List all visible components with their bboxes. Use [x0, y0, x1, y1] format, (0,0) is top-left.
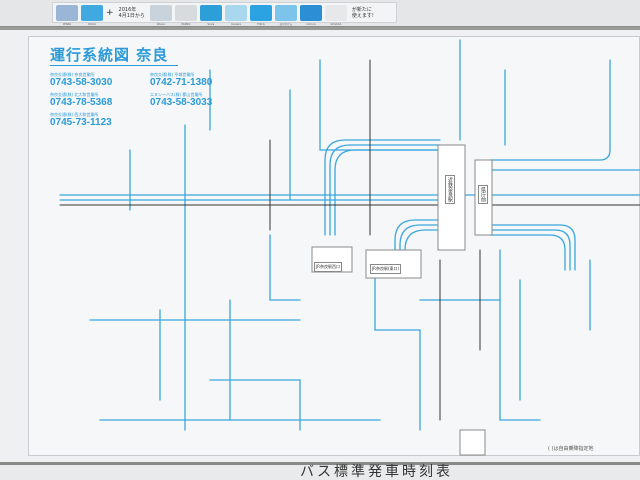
timetable-sheet — [0, 463, 640, 480]
ic-card-name: manaca — [230, 22, 241, 26]
route-map-board — [28, 36, 640, 456]
usage-message: が新たに使えます! — [352, 7, 374, 19]
ic-card: manaca — [224, 4, 247, 26]
office-phone: 0743-58-3030 — [50, 77, 113, 88]
office-phone: 0743-58-3033 — [150, 97, 213, 108]
message-line: が新たに — [351, 6, 372, 13]
office-name: 奈良交通(株) 西大和営業所 — [50, 112, 99, 117]
plus-icon: + — [106, 7, 114, 18]
office-name: 奈良交通(株) 奈良営業所 — [50, 72, 95, 77]
ic-card-name: TOICA — [257, 22, 265, 26]
office-phone: 0745-73-1123 — [50, 117, 112, 128]
map-legend: ( )は自由乗降指定地 — [548, 446, 594, 452]
ic-card: Suica — [199, 4, 222, 26]
station-jr-nara-east: JR奈良駅(東口) — [370, 264, 402, 274]
map-title: 運行系統図 奈良 — [50, 46, 169, 64]
station-kintetsu-nara: 近鉄奈良駅 — [445, 175, 455, 204]
terminal-box — [459, 429, 486, 456]
route-lines-dark — [59, 59, 640, 421]
ic-card: SUGOCA — [324, 4, 347, 26]
ic-card-name: PASMO — [181, 22, 191, 26]
ic-card: PiTaPa — [56, 4, 78, 26]
ic-card-name: Kitaca — [157, 22, 165, 26]
ic-card-name: nimoca — [306, 22, 316, 26]
timetable-title: バス標準発車時刻表 — [300, 464, 453, 480]
station-kencho-mae: 県庁前 — [478, 185, 488, 204]
station-jr-nara-west: JR奈良駅西口 — [314, 262, 342, 272]
office-name: 奈良交通(株) 北大和営業所 — [50, 92, 99, 97]
ic-card: はやかけん — [274, 4, 297, 26]
ic-card: TOICA — [249, 4, 272, 26]
route-lines-blue — [59, 39, 640, 431]
office-phone: 0742-71-1380 — [150, 77, 213, 88]
since-year: 2016年 — [118, 6, 137, 13]
ic-card: ICOCA — [81, 4, 103, 26]
office-name: 奈良交通(株) 平城営業所 — [150, 72, 195, 77]
office-name: エヌシーバス(株) 郡山営業所 — [150, 92, 203, 97]
title-underline — [50, 65, 178, 66]
ic-card-name: Suica — [207, 22, 215, 26]
ic-card-name: ICOCA — [88, 22, 96, 26]
ic-card-name: PiTaPa — [63, 22, 71, 26]
ic-card: nimoca — [299, 4, 322, 26]
since-day: 4月1日から — [118, 12, 145, 19]
ic-card-name: SUGOCA — [330, 22, 342, 26]
office-phone: 0743-78-5368 — [50, 97, 113, 108]
ic-card: PASMO — [174, 4, 197, 26]
ic-card-name: はやかけん — [279, 22, 293, 26]
message-line: 使えます! — [351, 12, 374, 19]
ic-card: Kitaca — [149, 4, 172, 26]
